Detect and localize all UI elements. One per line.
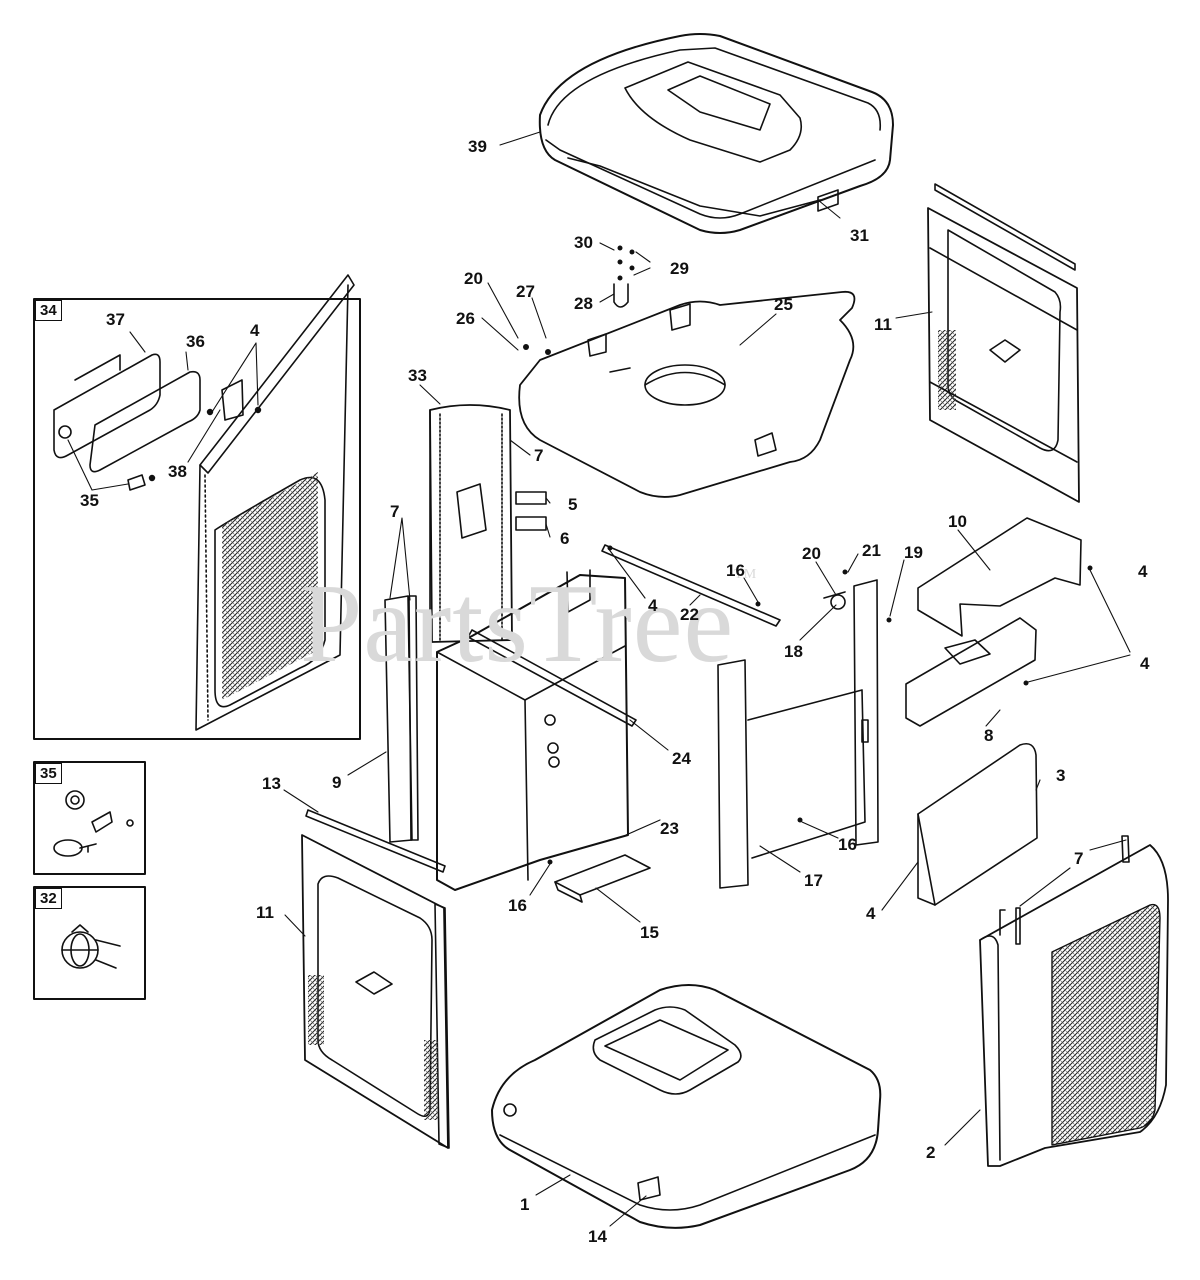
top-plate-part-25 (518, 290, 856, 498)
callout-1: 1 (520, 1195, 530, 1214)
callout-7-front: 7 (1074, 849, 1084, 868)
inset-34-panel-drawing (195, 274, 355, 731)
callout-38: 38 (168, 462, 187, 481)
callout-16-housing: 16 (508, 896, 527, 915)
callout-18: 18 (784, 642, 803, 661)
callout-17: 17 (804, 871, 823, 890)
callout-5: 5 (568, 495, 578, 514)
callout-37: 37 (106, 310, 125, 329)
inset-35-lock-drawing (53, 790, 134, 857)
baffle-part-8 (905, 617, 1037, 727)
main-housing-part-23 (436, 569, 637, 891)
callout-27: 27 (516, 282, 535, 301)
watermark: PartsTreeTM (300, 567, 758, 681)
inset-box-32 (33, 886, 146, 1000)
callout-11-right: 11 (874, 315, 892, 334)
side-panel-part-11-right (927, 183, 1080, 503)
inset-32-lock-drawing (61, 924, 121, 969)
callout-4-bar: 4 (648, 596, 658, 615)
corner-post-part-9 (384, 595, 419, 843)
callout-10: 10 (948, 512, 967, 531)
callout-20-top: 20 (464, 269, 483, 288)
base-pan-part-1 (491, 984, 882, 1229)
column-part-33 (429, 404, 547, 643)
top-cover-part-39 (538, 33, 894, 234)
callout-14: 14 (588, 1227, 607, 1246)
callout-26: 26 (456, 309, 475, 328)
callout-16-bar: 16 (726, 561, 745, 580)
callout-33: 33 (408, 366, 427, 385)
watermark-trademark: TM (734, 567, 758, 582)
trim-strip-part-13 (305, 809, 446, 873)
callout-8: 8 (984, 726, 994, 745)
callout-30: 30 (574, 233, 593, 252)
inset-34-door-drawing (53, 353, 262, 491)
u-bolt-part-28 (613, 283, 629, 308)
callout-20-clamp: 20 (802, 544, 821, 563)
callout-39: 39 (468, 137, 487, 156)
callout-19: 19 (904, 543, 923, 562)
callout-4-inset: 4 (250, 321, 260, 340)
callout-2: 2 (926, 1143, 936, 1162)
callout-28: 28 (574, 294, 593, 313)
inset-box-34 (33, 298, 361, 740)
inset-label-34: 34 (35, 300, 62, 321)
callout-6: 6 (560, 529, 570, 548)
callout-25: 25 (774, 295, 793, 314)
callout-36: 36 (186, 332, 205, 351)
inset-label-35: 35 (35, 763, 62, 784)
side-panel-part-11-left (301, 834, 450, 1149)
callout-11-left: 11 (256, 903, 274, 922)
callout-15: 15 (640, 923, 659, 942)
leader-lines (67, 131, 1131, 1227)
panel-part-17 (717, 579, 879, 889)
deflector-part-10 (917, 517, 1082, 637)
callout-4-panel: 4 (866, 904, 876, 923)
front-panel-part-2 (979, 835, 1169, 1167)
callout-7-post: 7 (390, 502, 400, 521)
callout-35: 35 (80, 491, 99, 510)
callout-4-deflector: 4 (1138, 562, 1148, 581)
callout-4-baffle: 4 (1140, 654, 1150, 673)
inset-label-32: 32 (35, 888, 62, 909)
callout-3: 3 (1056, 766, 1066, 785)
callout-24: 24 (672, 749, 691, 768)
clamp-part-18 (823, 591, 846, 610)
watermark-text: PartsTree (300, 562, 735, 686)
tray-part-15 (554, 854, 651, 903)
callout-29: 29 (670, 259, 689, 278)
fasteners (523, 245, 1093, 865)
callout-13: 13 (262, 774, 281, 793)
callout-22: 22 (680, 605, 699, 624)
callout-9: 9 (332, 773, 342, 792)
inset-box-35 (33, 761, 146, 875)
callout-16-panel: 16 (838, 835, 857, 854)
callout-7-column: 7 (534, 446, 544, 465)
callout-31: 31 (850, 226, 869, 245)
callout-21: 21 (862, 541, 881, 560)
side-panel-part-3 (917, 742, 1038, 906)
callout-23: 23 (660, 819, 679, 838)
bracket-part-22 (601, 544, 781, 627)
